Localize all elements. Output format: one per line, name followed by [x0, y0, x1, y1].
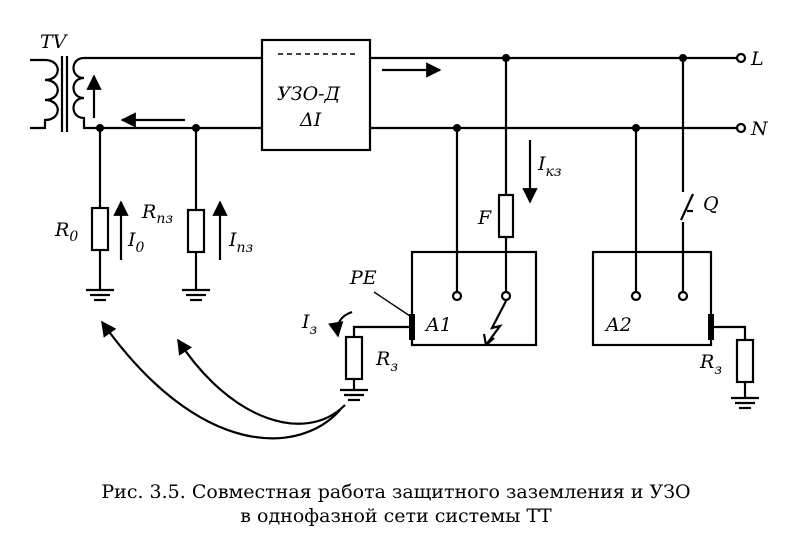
label-tv: TV — [40, 31, 69, 53]
label-ikz: Iкз — [537, 153, 562, 180]
earth-return-arrow-2 — [177, 338, 346, 425]
label-rpz: Rпз — [141, 201, 173, 227]
rpz-resistor — [186, 208, 206, 254]
labels: TV УЗО-Д ΔI L N R0 I0 Rпз Iпз Iкз F Q PE… — [40, 31, 769, 378]
neutral-conductor-n — [100, 122, 747, 134]
figure-caption-line-2: в однофазной сети системы ТТ — [240, 505, 552, 527]
terminal-n — [735, 122, 747, 134]
a1-enclosure — [410, 250, 538, 347]
a2-terminal-l — [677, 290, 689, 302]
figure-caption-line-1: Рис. 3.5. Совместная работа защитного за… — [101, 481, 691, 503]
label-switch: Q — [703, 193, 719, 215]
consumer-a1 — [409, 58, 538, 347]
rcd-device — [260, 38, 372, 152]
terminal-l — [735, 52, 747, 64]
label-rcd-delta: ΔI — [299, 109, 322, 131]
label-phase: L — [750, 48, 764, 70]
rz2-resistor — [735, 338, 755, 384]
pe-pointer — [373, 291, 411, 317]
label-neutral: N — [750, 118, 769, 140]
primary-winding — [30, 58, 59, 130]
a1-terminal-l — [500, 290, 512, 302]
consumer-a2 — [591, 58, 714, 347]
label-rcd-name: УЗО-Д — [277, 83, 341, 105]
label-r0: R0 — [54, 219, 78, 245]
label-a2: A2 — [604, 314, 632, 336]
rz1-earthing — [328, 291, 412, 402]
circuit-schematic: TV УЗО-Д ΔI L N R0 I0 Rпз Iпз Iкз F Q PE… — [30, 31, 769, 440]
rz1-resistor — [344, 335, 364, 381]
a2-terminal-n — [630, 290, 642, 302]
label-fuse: F — [477, 207, 492, 229]
label-a1: A1 — [424, 314, 452, 336]
label-i0: I0 — [127, 229, 145, 256]
a2-enclosure — [591, 250, 713, 347]
rpz-earthing — [182, 128, 228, 302]
rz2-earthing — [711, 325, 759, 410]
r0-resistor — [90, 206, 110, 252]
phase-conductor-l — [100, 52, 747, 64]
label-pe: PE — [349, 267, 377, 289]
short-circuit-symbol — [485, 300, 507, 346]
label-rz2: Rз — [699, 351, 722, 378]
label-iz: Iз — [301, 311, 317, 338]
secondary-winding — [72, 56, 100, 130]
r0-earthing — [86, 128, 129, 302]
label-rz1: Rз — [375, 348, 398, 375]
switch-q-blade — [680, 193, 694, 221]
rcd-box — [260, 38, 372, 152]
transformer-tv — [30, 56, 102, 132]
iz-arrow — [328, 310, 353, 338]
label-ipz: Iпз — [228, 229, 253, 256]
earth-return-arrow-1 — [101, 320, 341, 440]
fuse-f — [497, 193, 515, 239]
a1-terminal-n — [451, 290, 463, 302]
